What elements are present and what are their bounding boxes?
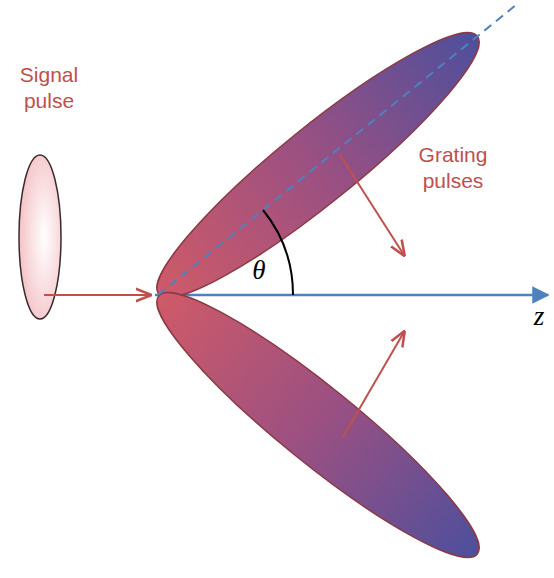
pulse-label: Signal pulse (4, 62, 94, 115)
angle-symbol: θ (244, 254, 274, 288)
grating-pulse (135, 266, 501, 578)
angle-arc (263, 210, 293, 295)
pulse-label: Grating pulses (388, 142, 518, 195)
z-axis (155, 294, 548, 297)
signal-arrow (44, 294, 150, 296)
grating-arrow (340, 155, 404, 255)
axis-label: z (528, 300, 550, 334)
grating-arrow (343, 332, 404, 437)
